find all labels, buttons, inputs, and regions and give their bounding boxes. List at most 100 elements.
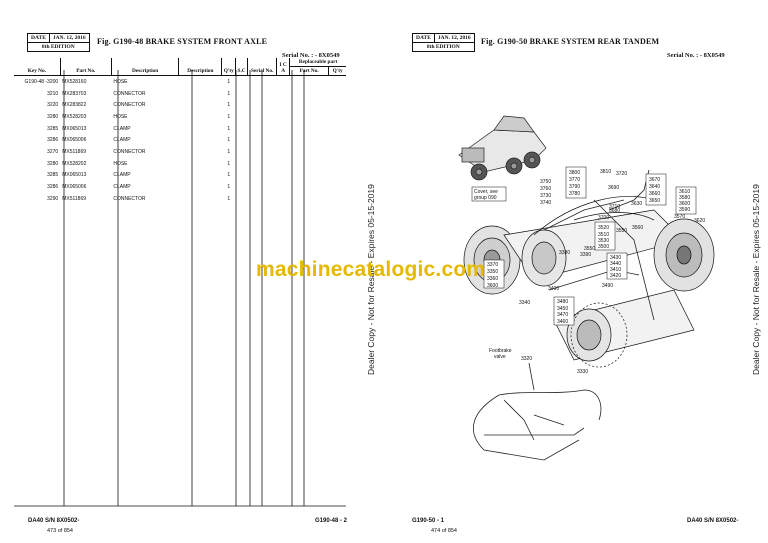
svg-text:3550: 3550 [616,228,627,234]
svg-text:3490: 3490 [602,283,613,289]
key-no-cell: 3286 [47,137,59,144]
header-key-no: Key No. [14,58,61,76]
svg-text:3470: 3470 [557,312,568,318]
qty-cell: 1 [227,113,231,120]
footer-figure-page: G190-48 - 2 [315,518,348,524]
svg-text:3450: 3450 [557,306,568,312]
parts-table: Key No. Part No. Description Description… [14,58,346,205]
cover-note-line2: group 090 [474,195,497,201]
part-no-cell: MX065006 [62,137,87,144]
description-cell: CONNECTOR [113,195,146,202]
footer-page-count: 474 of 854 [431,528,457,534]
qty-cell: 1 [227,78,231,85]
header-description: Description [110,58,179,76]
date-stamp: DATE JAN. 12, 2016 8th EDITION [412,33,475,52]
svg-text:3390: 3390 [580,252,591,258]
key-no-cell: G190-48 -3200 [24,78,59,85]
key-no-cell: 3286 [47,184,59,191]
part-no-cell: MX528203 [62,113,87,120]
right-page: DATE JAN. 12, 2016 8th EDITION Fig. G190… [384,0,768,543]
description-cell: HOSE [113,78,128,85]
svg-text:3560: 3560 [632,225,643,231]
left-page: DATE JAN. 12, 2016 8th EDITION Fig. G190… [14,33,376,534]
svg-text:3640: 3640 [649,184,660,190]
part-no-cell: MX065013 [62,125,87,132]
header-sc: S.C [235,58,248,76]
svg-text:3710: 3710 [609,204,620,210]
svg-text:3440: 3440 [610,261,621,267]
svg-text:3800: 3800 [569,170,580,176]
qty-cell: 1 [227,102,231,109]
description-cell: HOSE [113,160,128,167]
key-no-cell: 3280 [47,160,59,167]
header-description-2: Description [178,58,222,76]
date-value: JAN. 12, 2016 [52,35,86,41]
svg-text:3630: 3630 [631,201,642,207]
key-no-cell: 3290 [47,195,59,202]
serial-number: Serial No. : - 8X0549 [667,52,725,59]
description-cell: HOSE [113,113,128,120]
header-ica: I C A [276,58,290,76]
figure-title: Fig. G190-50 BRAKE SYSTEM REAR TANDEM [481,37,660,46]
svg-text:3720: 3720 [616,171,627,177]
qty-cell: 1 [227,184,231,191]
callout-labels: 3800 3770 3790 3780 3750 3760 3730 3740 … [471,166,705,375]
key-no-cell: 3270 [47,148,59,155]
svg-text:3770: 3770 [569,177,580,183]
qty-cell: 1 [227,90,231,97]
svg-text:3370: 3370 [487,262,498,268]
key-no-cell: 3285 [47,125,59,132]
svg-text:3570: 3570 [674,214,685,220]
footer-model: DA40 S/N 8X0502- [687,518,739,524]
header-replaceable: Replaceable part [289,58,346,67]
description-cell: CLAMP [113,125,131,132]
key-no-cell: 3280 [47,113,59,120]
svg-text:3550: 3550 [584,246,595,252]
header-replaceable-part-no: Part No. [289,66,329,76]
qty-cell: 1 [227,125,231,132]
header-part-no: Part No. [59,58,112,76]
svg-text:3510: 3510 [598,232,609,238]
footbrake-label-2: valve [494,354,506,360]
svg-text:3500: 3500 [598,244,609,250]
svg-text:3600: 3600 [679,201,690,207]
part-no-cell: MX511869 [62,148,87,155]
footbrake-label-1: Footbrake [489,348,512,354]
svg-text:3700: 3700 [598,215,609,221]
svg-text:3580: 3580 [679,195,690,201]
description-cell: CONNECTOR [113,148,146,155]
description-cell: CONNECTOR [113,90,146,97]
svg-text:3760: 3760 [540,186,551,192]
svg-text:3780: 3780 [569,191,580,197]
svg-text:3680: 3680 [609,208,620,214]
exploded-diagram: 3800 3770 3790 3780 3750 3760 3730 3740 … [458,115,715,461]
part-no-cell: MX283822 [62,102,87,109]
date-value: JAN. 12, 2016 [437,35,471,41]
part-no-cell: MX065006 [62,184,87,191]
svg-text:3350: 3350 [487,269,498,275]
svg-text:3740: 3740 [540,200,551,206]
svg-text:3670: 3670 [649,177,660,183]
svg-text:3340: 3340 [519,300,530,306]
svg-text:3380: 3380 [559,250,570,256]
part-no-cell: MX528160 [62,78,87,85]
svg-text:3430: 3430 [610,255,621,261]
svg-text:3520: 3520 [598,225,609,231]
part-no-cell: MX283703 [62,90,87,97]
description-cell: CLAMP [113,172,131,179]
svg-text:3420: 3420 [610,273,621,279]
svg-text:3620: 3620 [694,218,705,224]
svg-text:3320: 3320 [521,356,532,362]
header-qty: Q'ty [221,58,236,76]
footer-model: DA40 S/N 8X0502- [28,518,80,524]
svg-text:3690: 3690 [608,185,619,191]
description-cell: CONNECTOR [113,102,146,109]
part-no-cell: MX528202 [62,160,87,167]
svg-text:3610: 3610 [679,189,690,195]
svg-text:3650: 3650 [649,198,660,204]
